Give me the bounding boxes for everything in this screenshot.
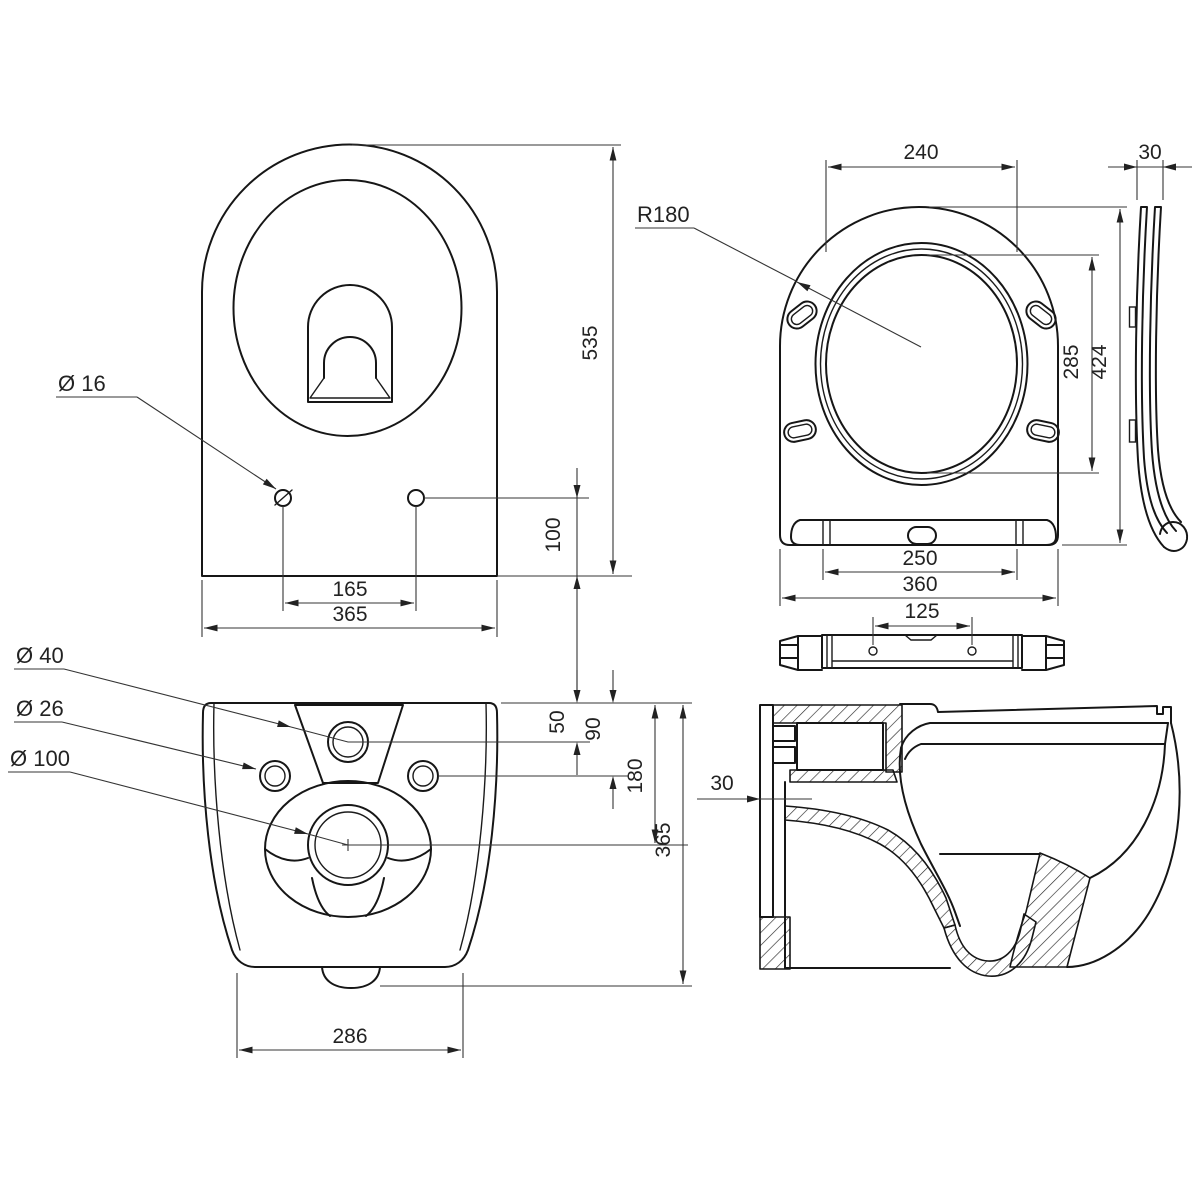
r180-leader bbox=[796, 281, 922, 348]
rear-body-outline bbox=[201, 702, 499, 968]
dia-100-leader bbox=[69, 771, 309, 835]
section-seat-bottom bbox=[904, 722, 1169, 760]
label-r180: R180 bbox=[637, 202, 690, 227]
dim-180: 180 bbox=[624, 758, 647, 793]
rear-fixing-right-inner bbox=[412, 765, 434, 787]
seat-ring-middle bbox=[819, 248, 1024, 480]
dim-240: 240 bbox=[903, 141, 938, 164]
dim-125: 125 bbox=[904, 600, 939, 623]
dim-165: 165 bbox=[332, 578, 367, 601]
edge-bar-lines bbox=[826, 634, 1019, 669]
section-lid bbox=[899, 703, 1172, 724]
label-dia-100: Ø 100 bbox=[10, 746, 70, 771]
rear-side-inner-lines bbox=[213, 702, 487, 951]
section-wall-plate bbox=[759, 704, 774, 918]
dia-26-leader bbox=[61, 721, 257, 770]
plan-flush-arch-inner bbox=[323, 336, 377, 379]
plan-body-outline bbox=[201, 143, 498, 577]
seat-slot-bottom-right bbox=[1026, 419, 1060, 443]
dia-100-leader-tail bbox=[307, 833, 688, 851]
dim-30-wall: 30 bbox=[710, 772, 733, 795]
rear-saddle-curves bbox=[264, 848, 432, 862]
plan-hole-slash bbox=[274, 489, 293, 506]
rear-fixing-left-outer bbox=[259, 760, 291, 792]
seat-hinge-bar bbox=[790, 519, 1057, 546]
dim-535: 535 bbox=[579, 325, 602, 360]
dim-50: 50 bbox=[546, 710, 569, 733]
dia-40-leader bbox=[63, 668, 292, 728]
ext-365-plan bbox=[201, 580, 498, 637]
label-dia-40: Ø 40 bbox=[16, 643, 64, 668]
edge-hinge-hole-left bbox=[868, 646, 878, 656]
edge-cap-left bbox=[779, 635, 823, 671]
label-dia-16: Ø 16 bbox=[58, 371, 106, 396]
seat-edge-view: 125 bbox=[779, 600, 1065, 671]
plan-flush-trapezoid bbox=[309, 377, 391, 399]
r180-leader-tail bbox=[693, 227, 797, 282]
seat-top-view: R180 240 30 285 424 250 360 bbox=[635, 141, 1192, 606]
seat-ring-inner bbox=[825, 254, 1018, 474]
label-dia-26: Ø 26 bbox=[16, 696, 64, 721]
dim-360: 360 bbox=[902, 573, 937, 596]
seat-profile-front-curl bbox=[1159, 521, 1189, 552]
ext-240 bbox=[825, 160, 1018, 252]
seat-slot-top-left bbox=[786, 300, 818, 330]
section-seat-top bbox=[900, 722, 1169, 749]
dim-286: 286 bbox=[332, 1025, 367, 1048]
section-band-under-pipe bbox=[789, 769, 898, 783]
dia-16-leader bbox=[136, 396, 277, 490]
seat-hinge-bar-hole bbox=[907, 526, 937, 545]
dim-30-seat: 30 bbox=[1138, 141, 1161, 164]
section-bracket-upper bbox=[772, 725, 796, 742]
section-bowl-rear bbox=[898, 747, 961, 927]
ext-360 bbox=[779, 549, 1059, 606]
rear-fixing-left-inner bbox=[264, 765, 286, 787]
ext-535 bbox=[352, 144, 632, 577]
edge-cap-right bbox=[1021, 635, 1065, 671]
section-bowl-front-inner bbox=[1089, 743, 1166, 879]
dim-285: 285 bbox=[1060, 344, 1083, 379]
seat-profile-bumper-bottom bbox=[1128, 419, 1137, 443]
seat-profile-view bbox=[1128, 206, 1189, 552]
rear-trap-legs bbox=[311, 877, 385, 917]
section-bracket-lower bbox=[772, 746, 796, 764]
dim-424: 424 bbox=[1088, 344, 1111, 379]
ext-285 bbox=[927, 254, 1099, 474]
rear-view: Ø 40 Ø 26 Ø 100 50 90 180 365 bbox=[8, 643, 692, 1058]
ext-30-seat bbox=[1136, 160, 1164, 200]
rear-outlet-bump bbox=[321, 966, 381, 989]
plan-fixing-hole-right bbox=[407, 489, 425, 507]
edge-bar-notch bbox=[904, 634, 938, 641]
seat-profile-bumper-top bbox=[1128, 306, 1137, 328]
ext-286 bbox=[236, 973, 464, 1058]
dim-90: 90 bbox=[582, 717, 605, 740]
seat-slot-top-right bbox=[1025, 300, 1057, 330]
section-flush-pipe bbox=[796, 722, 884, 771]
ext-424 bbox=[929, 206, 1127, 546]
seat-slot-bottom-left bbox=[783, 419, 817, 443]
ext-250 bbox=[822, 549, 1018, 580]
seat-profile-seat bbox=[1148, 206, 1182, 532]
dim-250: 250 bbox=[902, 547, 937, 570]
seat-profile-lid bbox=[1134, 206, 1168, 548]
dim-365-plan: 365 bbox=[332, 603, 367, 626]
edge-bar bbox=[821, 634, 1023, 669]
plan-view: Ø 16 535 100 165 365 bbox=[56, 143, 632, 690]
rear-flush-recess bbox=[294, 704, 404, 784]
section-view: 30 bbox=[697, 703, 1181, 977]
edge-hinge-hole-right bbox=[967, 646, 977, 656]
dim-365-rear: 365 bbox=[652, 822, 675, 857]
section-shell-outer bbox=[1066, 722, 1181, 968]
seat-hinge-bar-lines bbox=[822, 519, 1024, 546]
dim-100: 100 bbox=[542, 517, 565, 552]
section-channel-floor bbox=[784, 805, 956, 929]
plan-bowl-rim bbox=[232, 179, 463, 437]
seat-ring-outer bbox=[814, 242, 1029, 486]
ext-125 bbox=[872, 617, 973, 645]
dia-40-leader-tail bbox=[290, 726, 590, 743]
section-sump-wall bbox=[1009, 852, 1091, 968]
ext-165 bbox=[282, 506, 417, 611]
plan-flush-arch-outer bbox=[307, 284, 393, 403]
